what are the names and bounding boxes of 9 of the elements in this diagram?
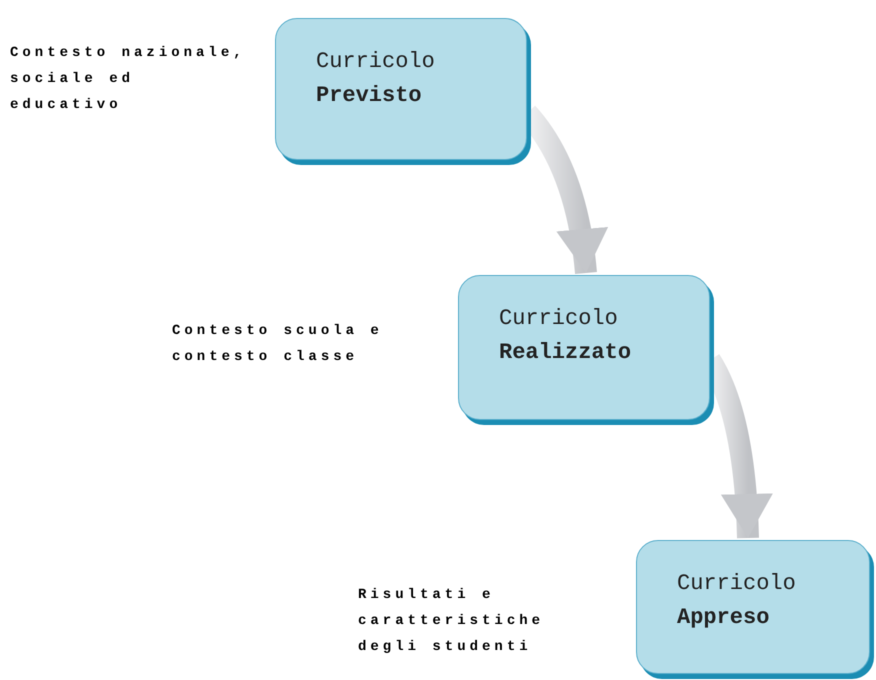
box-title: Realizzato xyxy=(499,342,632,364)
context-note: Contesto nazionale, sociale ed educativo xyxy=(10,44,247,115)
box-title: Appreso xyxy=(677,607,770,629)
context-note: Risultati e caratteristiche degli studenti xyxy=(358,586,546,657)
box-heading: Curricolo xyxy=(677,573,797,595)
box-heading: Curricolo xyxy=(316,51,436,73)
box-heading: Curricolo xyxy=(499,308,619,330)
box-title: Previsto xyxy=(316,85,423,107)
context-note: Contesto scuola e contesto classe xyxy=(172,322,384,367)
